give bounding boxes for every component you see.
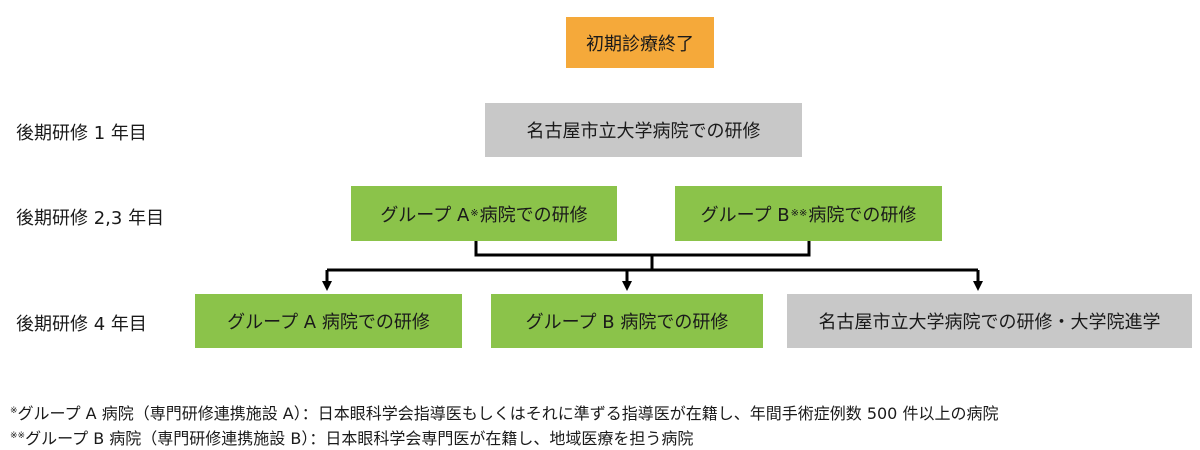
footnote-group-a: ※グループ A 病院（専門研修連携施設 A）：日本眼科学会指導医もしくはそれに準… <box>10 400 998 424</box>
footnote-group-b: ※※グループ B 病院（専門研修連携施設 B）：日本眼科学会専門医が在籍し、地域… <box>10 425 693 449</box>
year23-group-b-node: グループ B※※病院での研修 <box>675 186 942 241</box>
footnote-mark: ※※ <box>10 431 26 441</box>
footnote-text: グループ B 病院（専門研修連携施設 B）：日本眼科学会専門医が在籍し、地域医療… <box>25 429 694 448</box>
start-node: 初期診療終了 <box>566 17 714 68</box>
group-b-prefix: グループ B <box>700 204 790 226</box>
row-label-year23: 後期研修 2,3 年目 <box>16 208 165 229</box>
year4-group-a-node: グループ A 病院での研修 <box>195 294 462 348</box>
row-label-year1: 後期研修 1 年目 <box>16 123 147 144</box>
footnote-text: グループ A 病院（専門研修連携施設 A）：日本眼科学会指導医もしくはそれに準ず… <box>17 404 999 423</box>
group-a-prefix: グループ A <box>380 204 470 226</box>
group-b-suffix: 病院での研修 <box>808 204 917 226</box>
bracket-from-year23 <box>474 241 811 257</box>
footnote-mark: ※ <box>10 406 18 416</box>
year23-group-a-node: グループ A※病院での研修 <box>351 186 617 241</box>
group-b-footnote-mark: ※※ <box>790 208 808 219</box>
year1-nagoya-node: 名古屋市立大学病院での研修 <box>485 103 802 157</box>
year4-nagoya-grad-node: 名古屋市立大学病院での研修・大学院進学 <box>787 294 1192 348</box>
year4-group-b-node: グループ B 病院での研修 <box>491 294 763 348</box>
group-a-footnote-mark: ※ <box>470 208 479 219</box>
row-label-year4: 後期研修 4 年目 <box>16 314 147 335</box>
group-a-suffix: 病院での研修 <box>479 204 588 226</box>
